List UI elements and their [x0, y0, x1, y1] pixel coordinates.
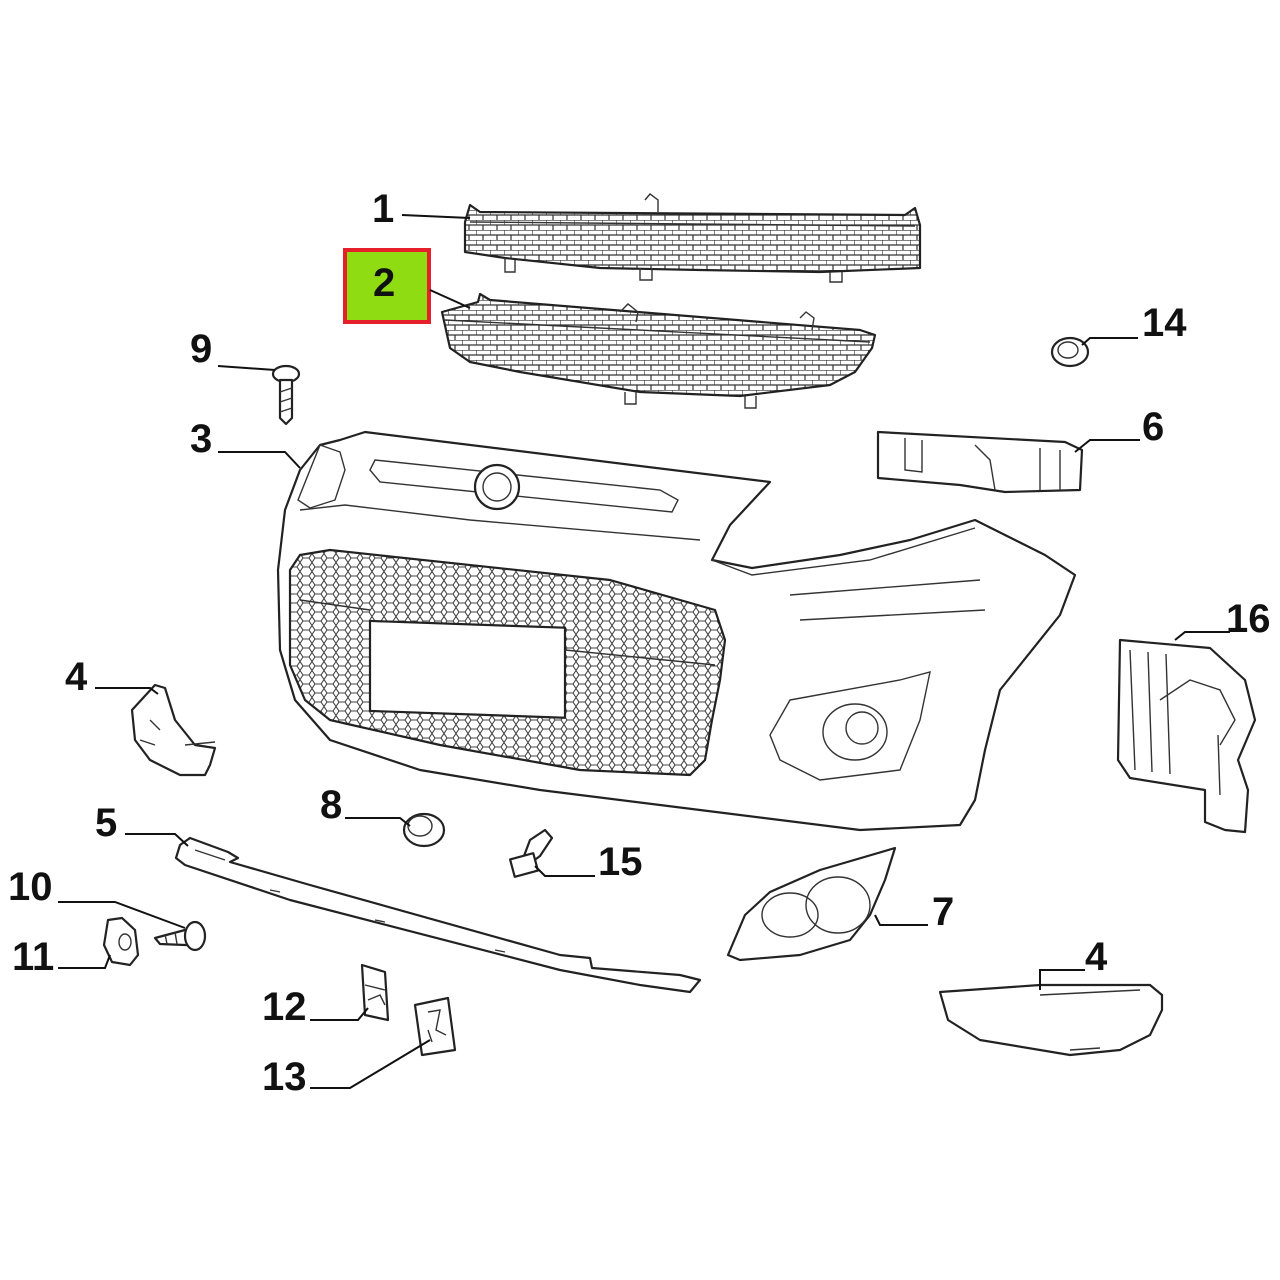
label-13: 13 — [262, 1055, 307, 1099]
stud — [508, 828, 554, 878]
label-15: 15 — [598, 840, 643, 884]
lower-grille — [440, 292, 877, 409]
label-4-left: 4 — [65, 655, 88, 699]
label-11: 11 — [12, 935, 54, 979]
screw-10 — [153, 920, 207, 952]
label-7: 7 — [932, 890, 954, 934]
label-6: 6 — [1142, 405, 1164, 449]
plug — [402, 812, 446, 848]
callout-labels: 1 2 9 3 4 5 10 11 8 15 12 13 14 6 16 7 4 — [8, 187, 1271, 1099]
label-3: 3 — [190, 417, 212, 461]
side-bracket — [876, 430, 1084, 494]
front-bumper — [276, 430, 1077, 832]
label-16: 16 — [1226, 597, 1271, 641]
label-12: 12 — [262, 985, 307, 1029]
label-9: 9 — [190, 327, 212, 371]
grommet — [1050, 336, 1090, 368]
screw — [271, 364, 301, 426]
upper-grille — [463, 193, 922, 283]
leader-lines — [58, 214, 1230, 1089]
label-4-right: 4 — [1085, 935, 1108, 979]
label-8: 8 — [320, 783, 342, 827]
clip-12 — [360, 963, 390, 1022]
lower-strip — [174, 836, 702, 994]
label-5: 5 — [95, 801, 117, 845]
highlight-box — [343, 248, 431, 324]
fog-lamp-bezel — [726, 846, 897, 962]
clip-nut — [102, 916, 140, 967]
clip-13 — [413, 996, 457, 1057]
left-corner-cover — [130, 683, 217, 777]
label-1: 1 — [372, 187, 394, 231]
side-support — [1116, 638, 1257, 834]
right-corner-cover — [938, 983, 1164, 1057]
label-10: 10 — [8, 865, 53, 909]
label-2: 2 — [373, 261, 395, 305]
label-14: 14 — [1142, 301, 1187, 345]
